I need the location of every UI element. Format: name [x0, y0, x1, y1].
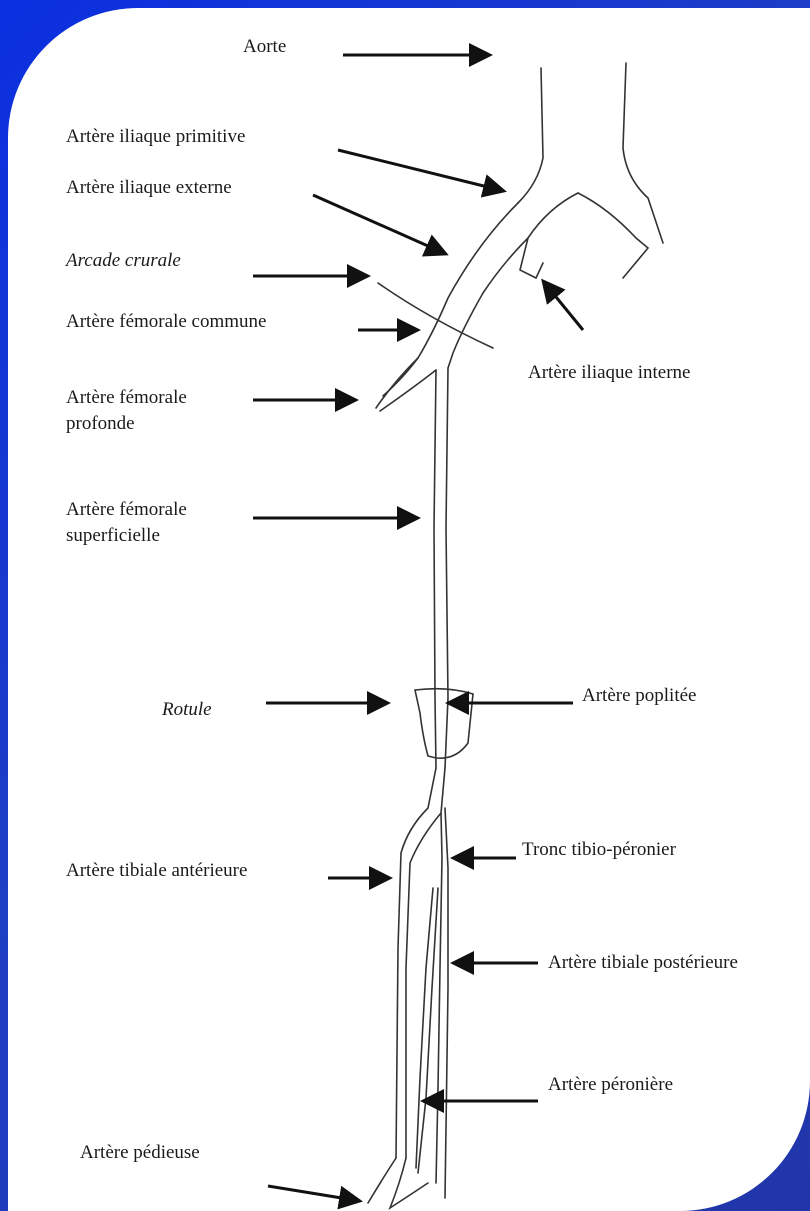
- arrow-iliaque-interne: [543, 281, 583, 330]
- arrow-pedieuse: [268, 1186, 360, 1201]
- label-aorte: Aorte: [243, 34, 286, 60]
- pedal-outer: [368, 1158, 396, 1203]
- label-rotule: Rotule: [162, 697, 212, 723]
- label-femorale-commune: Artère fémorale commune: [66, 309, 266, 335]
- pedal-inner: [390, 1158, 428, 1208]
- arrows: [253, 55, 583, 1201]
- label-iliaque-externe: Artère iliaque externe: [66, 175, 232, 201]
- arrow-iliaque-primitive: [338, 150, 504, 191]
- label-iliaque-interne: Artère iliaque interne: [528, 360, 690, 386]
- vessel-outline: [368, 63, 663, 1208]
- inguinal-ligament: [378, 283, 493, 348]
- right-iliac: [578, 193, 648, 278]
- label-tibiale-anterieure: Artère tibiale antérieure: [66, 858, 247, 884]
- aorta-left-wall: [518, 68, 543, 203]
- label-femorale-superficielle: Artère fémorale superficielle: [66, 497, 246, 549]
- label-tronc-tibio-peronier: Tronc tibio-péronier: [522, 837, 676, 863]
- label-peroniere: Artère péronière: [548, 1072, 673, 1098]
- posterior-tibial-inner: [445, 808, 448, 1198]
- posterior-tibial-outer: [436, 813, 442, 1183]
- aorta-right-wall: [623, 63, 663, 243]
- label-pedieuse: Artère pédieuse: [80, 1140, 200, 1166]
- label-arcade-crurale: Arcade crurale: [66, 248, 181, 274]
- label-femorale-profonde: Artère fémorale profonde: [66, 385, 246, 437]
- label-iliaque-primitive: Artère iliaque primitive: [66, 124, 245, 150]
- femoral-left-wall: [434, 370, 436, 768]
- femoral-right-wall: [445, 368, 448, 768]
- patella: [415, 689, 473, 759]
- internal-iliac: [520, 238, 543, 278]
- label-tibiale-posterieure: Artère tibiale postérieure: [548, 950, 738, 976]
- external-iliac-right-wall: [448, 193, 578, 368]
- label-poplitee: Artère poplitée: [582, 683, 696, 709]
- peroneal-right: [418, 888, 438, 1173]
- arrow-iliaque-externe: [313, 195, 446, 254]
